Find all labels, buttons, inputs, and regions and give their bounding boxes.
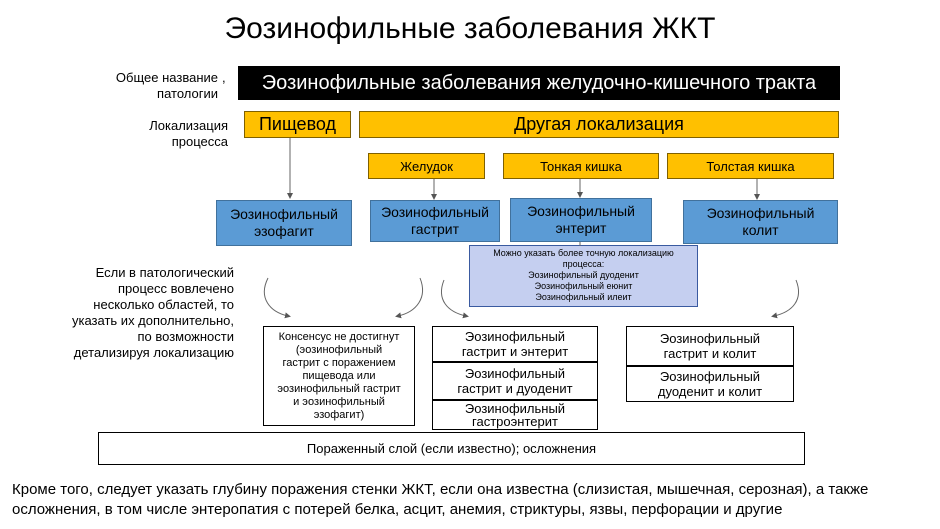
page-title: Эозинофильные заболевания ЖКТ	[224, 12, 716, 45]
large-intestine-box: Толстая кишка	[667, 153, 834, 179]
stomach-box: Желудок	[368, 153, 485, 179]
label-general-name: Общее название патологии	[115, 70, 218, 101]
curve-arrow-right	[771, 279, 799, 319]
esophagus-text: Пищевод	[258, 114, 337, 134]
bottom-note: Кроме того, следует указать глубину пора…	[12, 481, 869, 518]
combo-gastritis-colitis: Эозинофильный гастрит и колит	[626, 326, 794, 366]
gastritis-box: Эозинофильный гастрит	[370, 200, 500, 242]
colitis-box: Эозинофильный колит	[683, 200, 838, 244]
esophagus-box: Пищевод	[244, 111, 351, 138]
stomach-text: Желудок	[400, 158, 453, 174]
curve-arrow-mid	[441, 279, 469, 319]
combo-gastritis-duodenitis: Эозинофильный гастрит и дуоденит	[432, 362, 598, 400]
label-general-comma: ,	[222, 70, 226, 85]
general-pathology-text: Эозинофильные заболевания желудочно-кише…	[261, 71, 817, 94]
label-multiple-areas-note: Если в патологический процесс вовлечено …	[72, 265, 234, 360]
affected-layer-text: Пораженный слой (если известно); осложне…	[306, 441, 597, 456]
curve-arrow-left-1	[263, 277, 291, 319]
combo-gastritis-enteritis: Эозинофильный гастрит и энтерит	[432, 326, 598, 362]
detail-localization-box: Можно указать более точную локализацию п…	[469, 245, 698, 307]
large-intestine-text: Толстая кишка	[706, 158, 795, 174]
label-localization: Локализация процесса	[149, 118, 228, 149]
general-pathology-box: Эозинофильные заболевания желудочно-кише…	[238, 66, 840, 100]
esophagitis-box: Эозинофильный эзофагит	[216, 200, 352, 246]
consensus-box: Консенсус не достигнут (эозинофильный га…	[263, 326, 415, 426]
other-localization-text: Другая локализация	[514, 114, 684, 134]
enteritis-box: Эозинофильный энтерит	[510, 198, 652, 242]
combo-duodenitis-colitis: Эозинофильный дуоденит и колит	[626, 366, 794, 402]
small-intestine-text: Тонкая кишка	[540, 158, 622, 174]
other-localization-box: Другая локализация	[359, 111, 839, 138]
affected-layer-box: Пораженный слой (если известно); осложне…	[98, 432, 805, 465]
curve-arrow-left-2	[395, 277, 423, 319]
small-intestine-box: Тонкая кишка	[503, 153, 659, 179]
combo-gastroenteritis: Эозинофильный гастроэнтерит	[432, 400, 598, 430]
